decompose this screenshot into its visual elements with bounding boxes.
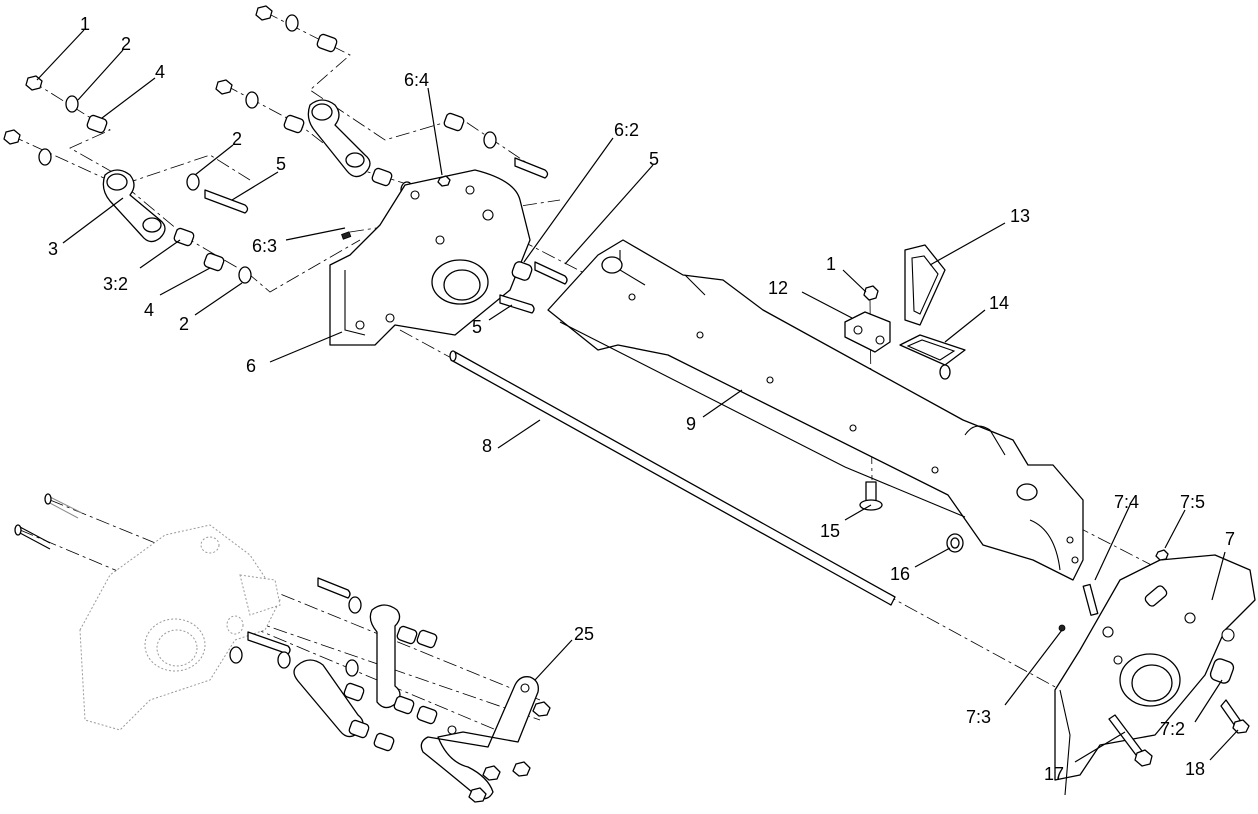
callout-12: 12 (768, 278, 788, 298)
callout-labels: 1 2 4 2 5 3 6:3 3:2 4 2 6:4 6:2 5 5 6 8 … (48, 14, 1235, 784)
upper-linkage-hardware (215, 5, 549, 199)
callout-7-2: 7:2 (1160, 719, 1185, 739)
callout-3: 3 (48, 239, 58, 259)
leader-lines (36, 29, 1239, 763)
callout-5: 5 (276, 154, 286, 174)
callout-18: 18 (1185, 759, 1205, 779)
ghost-plate-assembly (79, 524, 281, 731)
callout-6: 6 (246, 356, 256, 376)
callout-13: 13 (1010, 206, 1030, 226)
lower-bracket (420, 676, 551, 803)
connecting-rod (449, 350, 896, 606)
release-handle (904, 244, 946, 326)
callout-15: 15 (820, 521, 840, 541)
callout-16: 16 (890, 564, 910, 584)
callout-5: 5 (649, 149, 659, 169)
callout-3-2: 3:2 (103, 274, 128, 294)
callout-5: 5 (472, 317, 482, 337)
frame-spacer (946, 533, 964, 553)
callout-6-4: 6:4 (404, 70, 429, 90)
callout-7-3: 7:3 (966, 707, 991, 727)
left-side-plate (329, 169, 531, 346)
latch-bracket (844, 285, 891, 353)
callout-4: 4 (155, 62, 165, 82)
callout-7-4: 7:4 (1114, 492, 1139, 512)
right-plate-hardware (1058, 549, 1250, 767)
latch-pin (899, 334, 966, 380)
left-linkage-hardware (3, 75, 252, 284)
callout-7: 7 (1225, 529, 1235, 549)
right-side-plate (1054, 554, 1256, 796)
main-frame (547, 239, 1084, 581)
callout-8: 8 (482, 436, 492, 456)
callout-6-3: 6:3 (252, 236, 277, 256)
callout-9: 9 (686, 414, 696, 434)
lower-linkage (229, 577, 438, 752)
callout-2: 2 (179, 314, 189, 334)
ghost-bolts (14, 493, 83, 550)
callout-4: 4 (144, 300, 154, 320)
callout-1: 1 (826, 254, 836, 274)
callout-1: 1 (80, 14, 90, 34)
callout-2: 2 (232, 129, 242, 149)
callout-17: 17 (1044, 764, 1064, 784)
callout-14: 14 (989, 293, 1009, 313)
plate-spacers (499, 261, 568, 314)
callout-2: 2 (121, 34, 131, 54)
callout-7-5: 7:5 (1180, 492, 1205, 512)
frame-bolt (859, 481, 883, 511)
callout-25: 25 (574, 624, 594, 644)
callout-6-2: 6:2 (614, 120, 639, 140)
